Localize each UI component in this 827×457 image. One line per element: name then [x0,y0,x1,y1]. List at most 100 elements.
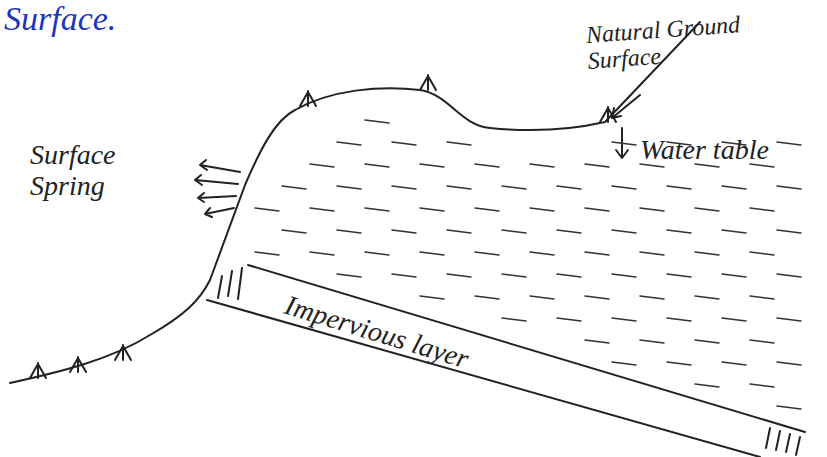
water-dash [750,384,774,387]
spring-arrow [198,193,236,202]
heading-fragment: Surface. [4,0,204,37]
water-dash [695,340,719,343]
water-dash [502,230,526,233]
water-dash [392,186,416,189]
water-dash [695,384,719,387]
water-dash [447,274,471,277]
water-dash [392,274,416,277]
water-dash [667,230,691,233]
water-dash [420,164,444,167]
water-dash [777,186,801,189]
water-dash [420,296,444,299]
water-dash [585,208,609,211]
layer-bottom [207,300,760,457]
water-dash [640,296,664,299]
water-dash [420,252,444,255]
water-dash [612,274,636,277]
water-dash [337,274,361,277]
water-dash [530,208,554,211]
spring-arrow [205,208,234,217]
water-dash [612,186,636,189]
water-dash [557,318,581,321]
grass-tuft [300,75,616,122]
water-dash [475,164,499,167]
layer-hatch [766,428,800,455]
water-dash [255,252,279,255]
water-dash [612,230,636,233]
water-dash [557,274,581,277]
water-dash [722,362,746,365]
water-dash [557,186,581,189]
spring-arrow [195,175,238,185]
water-dash [722,318,746,321]
water-dash [777,142,801,145]
water-dash [447,230,471,233]
water-dash [777,230,801,233]
water-dash [337,142,361,145]
water-dash [585,252,609,255]
water-dash [777,362,801,365]
water-dash [447,142,471,145]
layer-top [248,265,805,432]
water-dash [310,252,334,255]
water-dash [530,252,554,255]
water-dash [502,274,526,277]
water-dash [502,186,526,189]
water-dash [667,362,691,365]
water-dash [722,274,746,277]
water-dash [667,274,691,277]
water-dash [475,296,499,299]
water-dash [722,230,746,233]
ground-label: Natural Ground Surface [585,8,788,75]
water-dash [475,208,499,211]
water-dash [640,340,664,343]
water-dash [502,318,526,321]
pointer-arrow [612,95,640,118]
water-dash [750,208,774,211]
water-dash [310,208,334,211]
water-dash [667,318,691,321]
water-dash [585,296,609,299]
water-dash [392,142,416,145]
water-dash [530,296,554,299]
water-dash [365,208,389,211]
spring-label: Surface Spring [30,140,170,202]
water-dash [612,142,636,145]
water-dash [585,164,609,167]
water-dash [337,230,361,233]
water-dash [612,318,636,321]
water-dash [365,164,389,167]
water-dash [557,230,581,233]
water-dash [640,252,664,255]
water-dash [447,186,471,189]
water-dash [475,252,499,255]
water-dash [695,296,719,299]
water-dash [337,186,361,189]
water-dash [750,252,774,255]
water-dash [722,186,746,189]
water-dash [695,252,719,255]
water-table-label: Water table [640,135,820,166]
water-dash [777,406,801,409]
water-dash [365,252,389,255]
layer-hatch [218,268,242,299]
water-dash [392,230,416,233]
water-dash [750,296,774,299]
water-dash [585,340,609,343]
layer-label: Impervious layer [281,290,539,395]
water-dash [777,274,801,277]
water-dash [695,208,719,211]
water-dash [530,164,554,167]
water-dash [255,208,279,211]
water-dash [310,164,334,167]
water-dash [420,208,444,211]
water-dash [750,340,774,343]
water-dash [365,120,389,123]
water-dash [667,186,691,189]
water-dash [612,362,636,365]
grass-tuft [30,345,131,378]
water-dash [640,208,664,211]
water-dash [282,230,306,233]
